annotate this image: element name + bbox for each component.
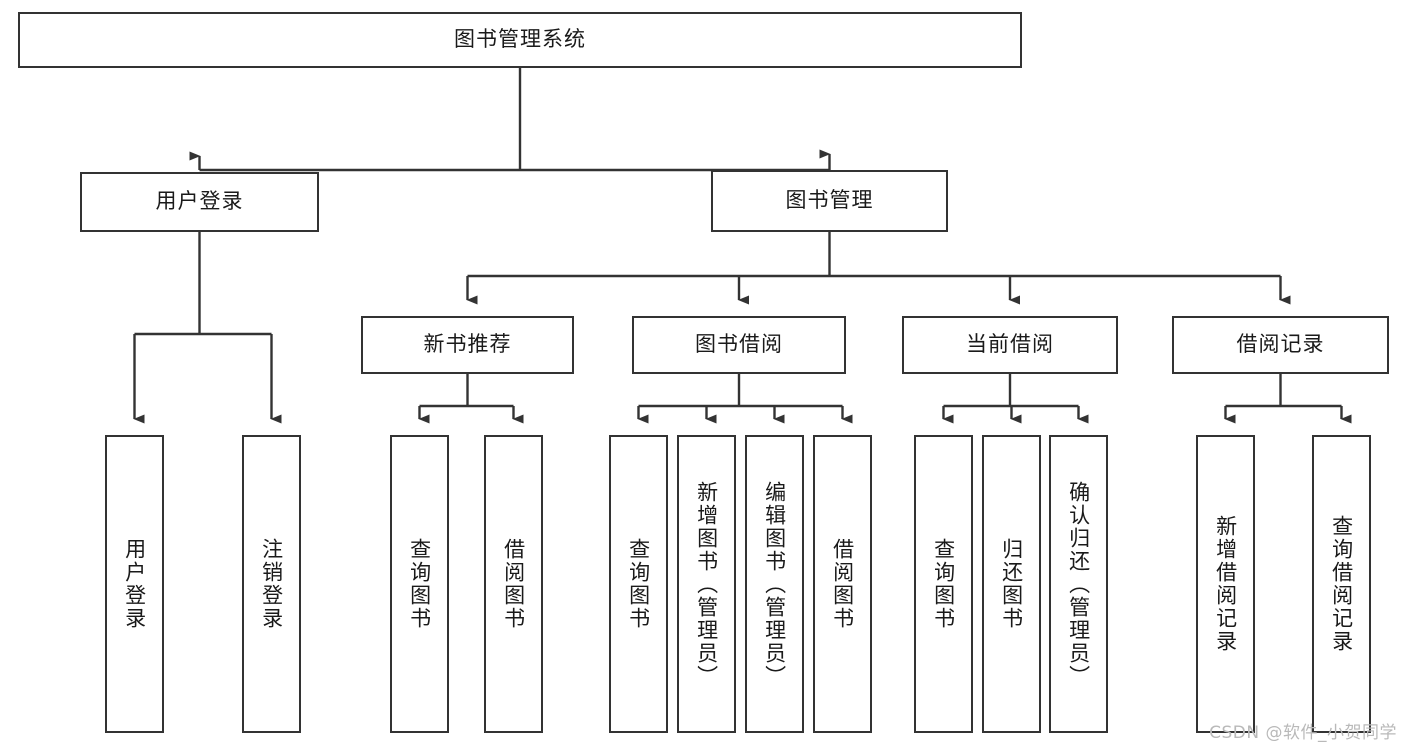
node-label: 借阅图书: [830, 538, 855, 630]
node-leaf-add-book[interactable]: 新增图书（管理员）: [677, 435, 736, 733]
node-user-login[interactable]: 用户登录: [80, 172, 319, 232]
node-label: 图书管理: [785, 188, 874, 213]
node-leaf-query-3[interactable]: 查询图书: [914, 435, 973, 733]
node-leaf-add-rec[interactable]: 新增借阅记录: [1196, 435, 1255, 733]
node-leaf-borrow-1[interactable]: 借阅图书: [484, 435, 543, 733]
node-leaf-query-1[interactable]: 查询图书: [390, 435, 449, 733]
node-label: 借阅图书: [501, 538, 526, 630]
node-leaf-return[interactable]: 归还图书: [982, 435, 1041, 733]
node-label: 归还图书: [999, 538, 1024, 630]
node-borrow-record[interactable]: 借阅记录: [1172, 316, 1389, 374]
csdn-watermark: CSDN @软件_小贺同学: [1209, 723, 1397, 743]
node-label: 当前借阅: [966, 332, 1054, 357]
node-leaf-borrow-2[interactable]: 借阅图书: [813, 435, 872, 733]
node-leaf-edit-book[interactable]: 编辑图书（管理员）: [745, 435, 804, 733]
node-label: 新书推荐: [423, 332, 512, 357]
node-root[interactable]: 图书管理系统: [18, 12, 1022, 68]
node-label: 查询图书: [407, 538, 432, 630]
node-label: 新增图书（管理员）: [694, 480, 719, 688]
node-new-book-rec[interactable]: 新书推荐: [361, 316, 574, 374]
node-label: 用户登录: [155, 189, 244, 214]
node-leaf-query-rec[interactable]: 查询借阅记录: [1312, 435, 1371, 733]
node-label: 查询借阅记录: [1329, 515, 1354, 653]
node-label: 查询图书: [626, 538, 651, 630]
node-leaf-confirm[interactable]: 确认归还（管理员）: [1049, 435, 1108, 733]
node-book-mgmt[interactable]: 图书管理: [711, 170, 948, 232]
node-label: 查询图书: [931, 538, 956, 630]
node-label: 新增借阅记录: [1213, 515, 1238, 653]
node-label: 确认归还（管理员）: [1066, 480, 1091, 688]
node-leaf-logout[interactable]: 注销登录: [242, 435, 301, 733]
node-leaf-user-login[interactable]: 用户登录: [105, 435, 164, 733]
node-book-borrow[interactable]: 图书借阅: [632, 316, 846, 374]
node-current-borrow[interactable]: 当前借阅: [902, 316, 1118, 374]
node-leaf-query-2[interactable]: 查询图书: [609, 435, 668, 733]
node-label: 借阅记录: [1236, 332, 1325, 357]
node-label: 图书借阅: [695, 332, 783, 357]
node-label: 注销登录: [259, 538, 284, 630]
node-label: 编辑图书（管理员）: [762, 480, 787, 688]
node-label: 图书管理系统: [454, 27, 586, 52]
node-label: 用户登录: [122, 538, 147, 630]
